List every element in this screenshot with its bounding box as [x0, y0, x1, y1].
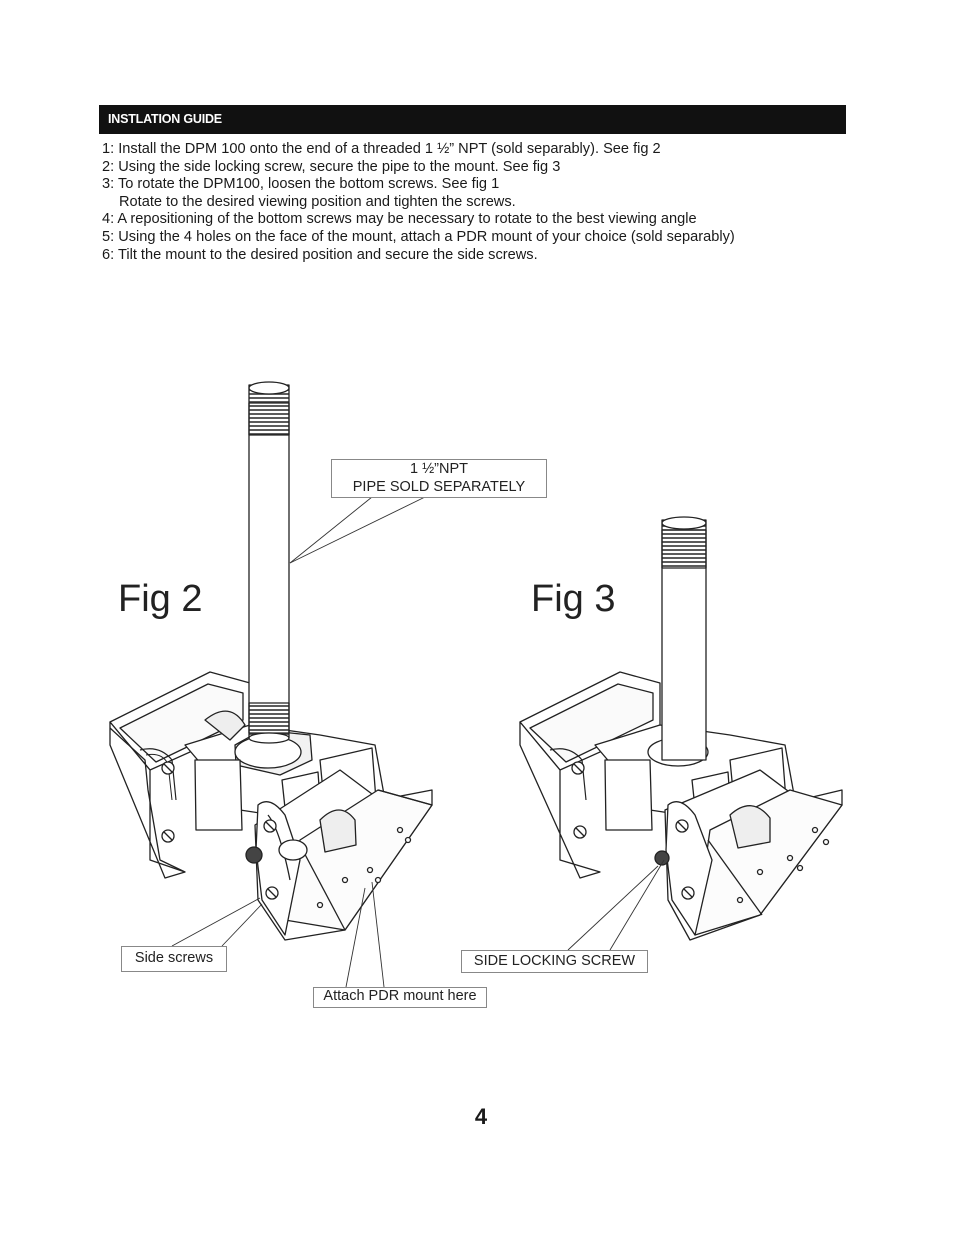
attach-pdr-callout: Attach PDR mount here — [313, 987, 487, 1008]
page-number: 4 — [474, 1104, 488, 1129]
pipe-callout-line2: PIPE SOLD SEPARATELY — [352, 479, 526, 495]
instruction-list: 1: Install the DPM 100 onto the end of a… — [102, 141, 862, 264]
step-5: 5: Using the 4 holes on the face of the … — [102, 228, 735, 245]
step-2: 2: Using the side locking screw, secure … — [102, 158, 561, 175]
pipe-callout-line1: 1 ½”NPT — [409, 461, 468, 477]
step-1: 1: Install the DPM 100 onto the end of a… — [102, 141, 661, 157]
fig3-mount-drawing — [519, 516, 843, 941]
fig3-label: Fig 3 — [531, 578, 616, 620]
fig2-mount-drawing — [109, 381, 433, 941]
section-header: INSTLATION GUIDE — [99, 105, 846, 134]
step-3: 3: To rotate the DPM100, loosen the bott… — [102, 176, 500, 193]
side-screws-callout: Side screws — [121, 946, 227, 972]
fig2-label: Fig 2 — [118, 578, 203, 620]
step-4: 4: A repositioning of the bottom screws … — [102, 211, 697, 228]
side-locking-screw-callout: SIDE LOCKING SCREW — [461, 950, 648, 973]
fig2-leader-lines — [171, 496, 426, 988]
pipe-callout: 1 ½”NPT PIPE SOLD SEPARATELY — [331, 459, 547, 498]
step-6: 6: Tilt the mount to the desired positio… — [102, 246, 538, 263]
step-3-continued: Rotate to the desired viewing position a… — [119, 193, 516, 210]
fig3-leader-lines — [567, 859, 665, 951]
section-title: INSTLATION GUIDE — [108, 112, 222, 126]
